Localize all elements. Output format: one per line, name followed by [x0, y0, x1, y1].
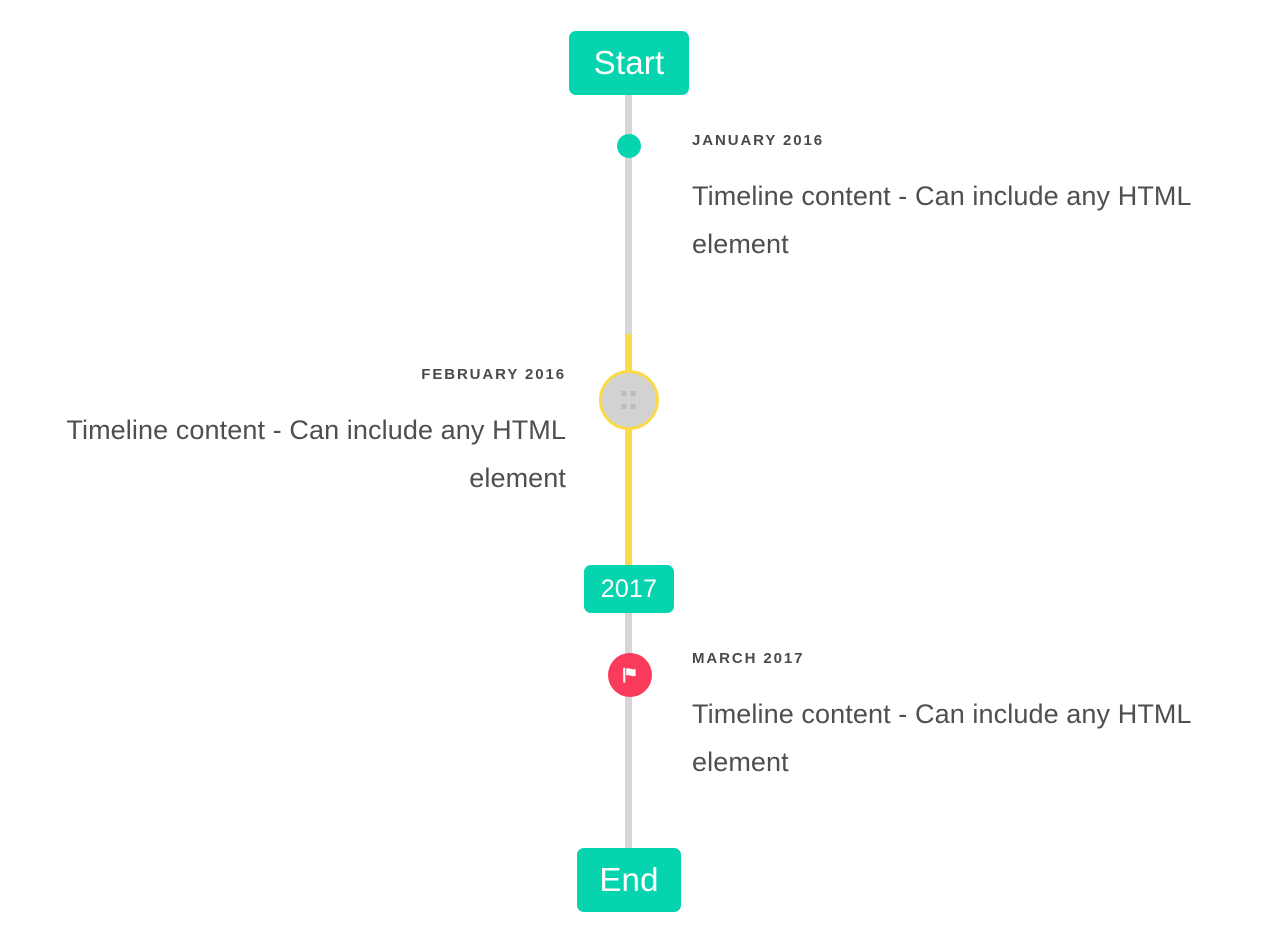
timeline-entry-date: FEBRUARY 2016	[421, 366, 566, 383]
timeline-entry-body: Timeline content - Can include any HTML …	[692, 181, 1191, 260]
flag-icon	[619, 664, 641, 686]
timeline-marker-flag-icon[interactable]	[608, 653, 652, 697]
timeline-marker-dot-icon[interactable]	[617, 134, 641, 158]
timeline-rail-gray-lower	[625, 610, 632, 860]
timeline-entry-date: JANUARY 2016	[692, 132, 825, 149]
end-cap-badge[interactable]: End	[577, 848, 681, 912]
timeline-rail-yellow	[625, 334, 632, 570]
timeline-entry-body: Timeline content - Can include any HTML …	[66, 415, 566, 494]
missing-glyph-icon: ▪▪▪▪	[620, 386, 638, 414]
timeline-entry-january: JANUARY 2016 Timeline content - Can incl…	[692, 132, 1222, 268]
timeline-marker-missing-glyph-icon[interactable]: ▪▪▪▪	[599, 370, 659, 430]
timeline-rail-gray-upper	[625, 90, 632, 336]
timeline-entry-february: FEBRUARY 2016 Timeline content - Can inc…	[40, 366, 566, 502]
year-cap-badge-2017[interactable]: 2017	[584, 565, 674, 613]
start-cap-badge[interactable]: Start	[569, 31, 689, 95]
timeline-entry-date: MARCH 2017	[692, 650, 805, 667]
timeline-entry-body: Timeline content - Can include any HTML …	[692, 699, 1191, 778]
timeline-entry-march: MARCH 2017 Timeline content - Can includ…	[692, 650, 1222, 786]
